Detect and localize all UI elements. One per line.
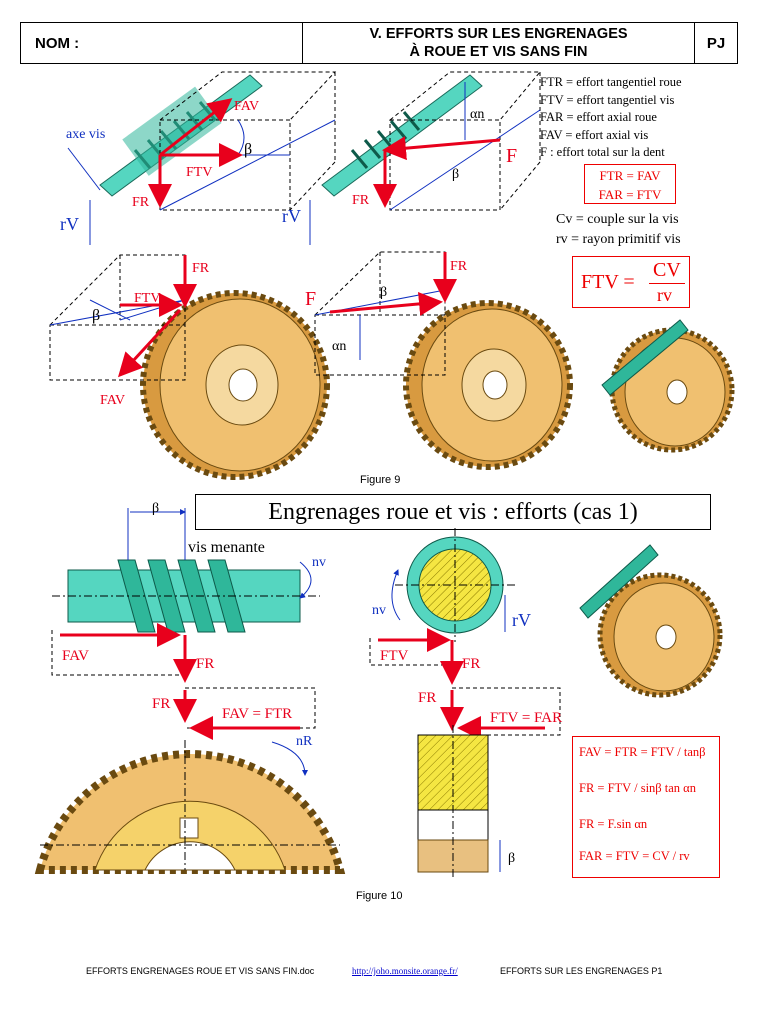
fr-label-8: FR: [418, 690, 436, 706]
formulas-box: FAV = FTR = FTV / tanβ FR = FTV / sinβ t…: [572, 736, 720, 878]
formula-2: FR = FTV / sinβ tan αn: [579, 781, 696, 795]
cv-line: Cv = couple sur la vis: [556, 212, 679, 227]
f-label-2: F: [305, 288, 316, 310]
legend-item: F : effort total sur la dent: [540, 145, 665, 159]
fav-label-2: FAV: [100, 393, 125, 408]
axe-vis-label: axe vis: [66, 127, 105, 142]
fr-label-6: FR: [152, 696, 170, 712]
vis-menante-label: vis menante: [188, 539, 265, 556]
beta-label-2: β: [452, 167, 459, 182]
equality-line: FTR = FAV: [599, 168, 661, 183]
worm-drawing-1: [99, 74, 263, 197]
fr-label-3: FR: [192, 261, 210, 276]
equality-line: FAR = FTV: [598, 187, 662, 202]
cas-title: Engrenages roue et vis : efforts (cas 1): [195, 494, 711, 530]
beta-label-1: β: [244, 141, 252, 158]
force-legend: FTR = effort tangentiel roue FTV = effor…: [540, 74, 682, 162]
beta-label-5: β: [152, 501, 159, 516]
legend-item: FAR = effort axial roue: [540, 110, 657, 124]
nom-cell: NOM :: [21, 23, 303, 63]
gear-drawing-1: [140, 290, 330, 480]
figure-10-caption: Figure 10: [356, 890, 403, 902]
fr-label-1: FR: [132, 195, 150, 210]
fav-eq-ftr-label: FAV = FTR: [222, 706, 292, 722]
figure-9-caption: Figure 9: [360, 474, 401, 486]
fav-label-3: FAV: [62, 648, 89, 664]
ftv-label-3: FTV: [380, 648, 409, 664]
alpha-label-1: αn: [470, 107, 484, 122]
rv-label-2: rV: [282, 206, 301, 226]
fr-label-4: FR: [450, 259, 468, 274]
fraction-bar: [649, 283, 685, 284]
alpha-label-2: αn: [332, 339, 346, 354]
worm-front-view: [52, 559, 320, 633]
beta-label-6: β: [508, 851, 515, 866]
footer-page-title: EFFORTS SUR LES ENGRENAGES P1: [500, 966, 663, 976]
beta-label-4: β: [380, 285, 387, 300]
nr-label: nR: [296, 734, 313, 749]
legend-item: FTR = effort tangentiel roue: [540, 75, 682, 89]
title-line-1: V. EFFORTS SUR LES ENGRENAGES: [369, 26, 628, 42]
fr-label-5: FR: [196, 656, 214, 672]
gear-drawing-2: [403, 300, 573, 470]
worm-cross-section: [395, 528, 515, 642]
title-cell: V. EFFORTS SUR LES ENGRENAGES À ROUE ET …: [303, 23, 695, 63]
ftv-eq-far-label: FTV = FAR: [490, 710, 562, 726]
gear-cross-section: [417, 725, 501, 880]
cv-definitions: Cv = couple sur la vis rv = rayon primit…: [556, 210, 681, 250]
ftv-formula-num: CV: [653, 259, 681, 281]
equalities-box: FTR = FAV FAR = FTV: [584, 164, 676, 204]
formula-3: FR = F.sin αn: [579, 817, 648, 831]
fr-label-7: FR: [462, 656, 480, 672]
f-label-1: F: [506, 145, 517, 167]
rv-label-3: rV: [512, 610, 531, 630]
nv-label-2: nv: [372, 603, 386, 618]
legend-item: FTV = effort tangentiel vis: [540, 92, 675, 107]
beta-label-3: β: [92, 307, 100, 324]
footer-filename: EFFORTS ENGRENAGES ROUE ET VIS SANS FIN.…: [86, 966, 315, 976]
formula-1: FAV = FTR = FTV / tanβ: [579, 745, 706, 759]
title-line-2: À ROUE ET VIS SANS FIN: [409, 44, 588, 60]
ftv-label-2: FTV: [134, 291, 160, 306]
formula-4: FAR = FTV = CV / rv: [579, 849, 690, 863]
small-assembly-1: [601, 319, 735, 453]
small-assembly-2: [579, 544, 723, 698]
gear-section-view: [34, 740, 346, 874]
header-table: NOM : V. EFFORTS SUR LES ENGRENAGES À RO…: [20, 22, 738, 64]
footer-link[interactable]: http://joho.monsite.orange.fr/: [352, 966, 458, 976]
fr-label-2: FR: [352, 193, 370, 208]
rv-line: rv = rayon primitif vis: [556, 232, 681, 247]
nv-label-1: nv: [312, 555, 326, 570]
fav-label-1: FAV: [234, 99, 259, 114]
rv-label-1: rV: [60, 214, 79, 234]
pj-cell: PJ: [706, 34, 726, 52]
ftv-formula-lhs: FTV =: [581, 271, 635, 293]
ftv-label-1: FTV: [186, 165, 212, 180]
legend-item: FAV = effort axial vis: [540, 127, 649, 142]
ftv-formula-den: rv: [657, 285, 672, 305]
worm-drawing-2: [321, 74, 483, 197]
ftv-formula-box: FTV = CV rv: [572, 256, 690, 308]
